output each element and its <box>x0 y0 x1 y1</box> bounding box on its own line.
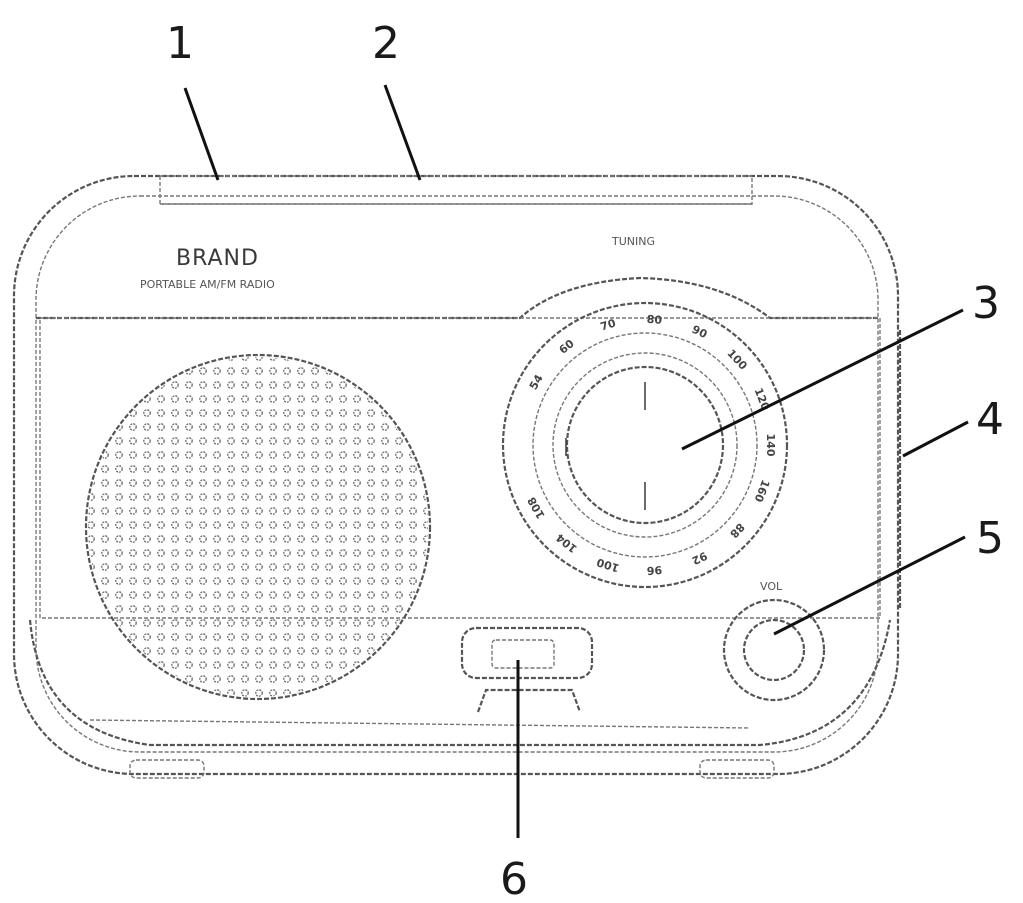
dial-scale-number: 90 <box>690 323 710 342</box>
bottom-rim-inner <box>89 719 751 729</box>
dial-scale-number: 160 <box>751 478 772 504</box>
speaker-grille <box>84 353 432 701</box>
leader-line-2 <box>383 84 422 181</box>
dial-scale-ring <box>532 332 758 558</box>
band-switch-slider[interactable] <box>491 639 555 669</box>
leader-line-3 <box>681 308 964 451</box>
callout-1: 1 <box>166 18 194 69</box>
front-panel-line <box>36 276 878 320</box>
callout-2: 2 <box>372 18 400 69</box>
callout-5: 5 <box>976 513 1004 564</box>
tuning-label: TUNING <box>611 235 655 248</box>
dial-scale-number: 96 <box>646 563 663 577</box>
radio-body <box>12 174 902 779</box>
callout-3: 3 <box>972 278 1000 329</box>
top-handle <box>159 175 753 205</box>
dial-scale-number: 100 <box>595 555 621 574</box>
speaker-grille-rim <box>84 353 432 701</box>
callout-6: 6 <box>500 854 528 903</box>
speaker-grille-holes <box>88 357 428 697</box>
dial-scale-number: 100 <box>724 347 749 373</box>
leader-line-5 <box>773 535 966 636</box>
band-switch[interactable] <box>460 626 594 713</box>
brand-name: BRAND <box>176 246 259 271</box>
callout-numbers: 1 2 3 4 5 6 <box>166 18 1004 903</box>
tuning-knob[interactable] <box>565 365 725 525</box>
dial-inner-ring <box>552 352 738 538</box>
left-foot <box>129 759 205 779</box>
dial-scale-number: 104 <box>553 531 579 556</box>
front-panel <box>39 317 881 619</box>
dial-scale-number: 54 <box>527 372 546 392</box>
leader-lines <box>183 84 969 838</box>
dial-scale-number: 108 <box>525 495 548 521</box>
right-foot <box>699 759 775 779</box>
band-switch-housing <box>460 626 594 680</box>
dial-outer-ring <box>501 301 789 589</box>
dial-scale-number: 80 <box>646 313 663 327</box>
volume-control[interactable]: VOL <box>722 580 826 702</box>
bottom-rim <box>28 619 892 747</box>
brand-area: BRAND PORTABLE AM/FM RADIO <box>140 246 275 291</box>
leader-line-4 <box>902 420 969 458</box>
dial-scale-number: 60 <box>557 337 577 357</box>
brand-tagline: PORTABLE AM/FM RADIO <box>140 278 275 291</box>
volume-knob[interactable] <box>742 618 806 682</box>
dial-scale-number: 92 <box>690 549 709 567</box>
volume-label: VOL <box>760 580 783 593</box>
band-switch-base <box>476 688 582 713</box>
dial-scale-number: 70 <box>599 317 618 334</box>
dial-scale-number: 140 <box>764 434 777 457</box>
leader-line-1 <box>183 87 220 181</box>
callout-4: 4 <box>976 394 1004 445</box>
dial-scale-number: 88 <box>727 520 747 540</box>
volume-knob-outer <box>722 598 826 702</box>
